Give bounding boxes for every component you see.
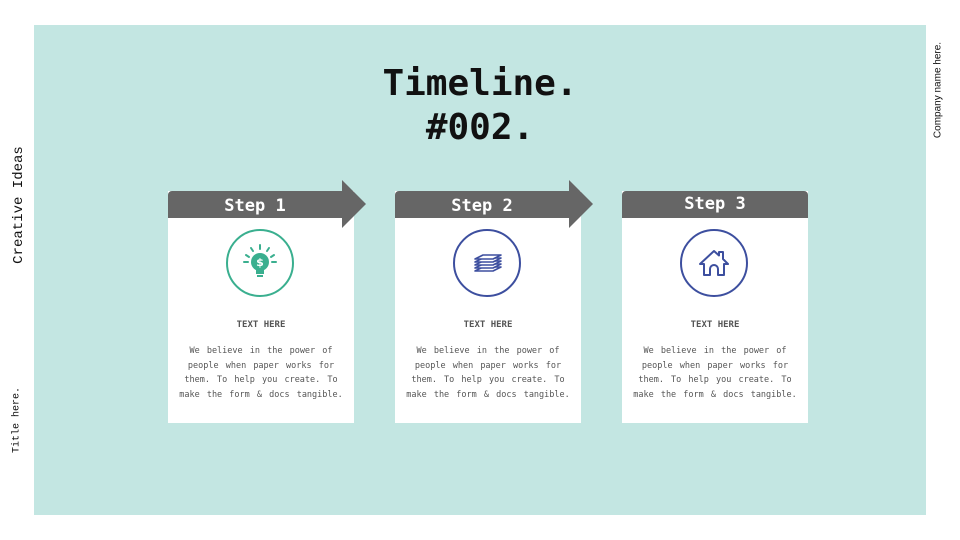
step-heading-2: TEXT HERE bbox=[463, 320, 513, 330]
arrow-right-icon bbox=[569, 180, 593, 228]
arrow-right-icon bbox=[342, 180, 366, 228]
step-card-1: Step 1 $ TEXT HERE We believe in the pow… bbox=[168, 180, 366, 423]
step-body-1: We believe in the power of people when p… bbox=[179, 346, 343, 400]
step-card-3: Step 3 TEXT HERE We believe in the power… bbox=[622, 191, 808, 423]
step-label-3: Step 3 bbox=[684, 194, 746, 214]
step-heading-1: TEXT HERE bbox=[236, 320, 286, 330]
step-heading-3: TEXT HERE bbox=[690, 320, 740, 330]
vertical-company-name: Company name here. bbox=[932, 41, 944, 139]
svg-text:$: $ bbox=[256, 256, 264, 269]
step-header-2: Step 2 bbox=[395, 191, 569, 218]
step-label-1: Step 1 bbox=[224, 196, 286, 216]
step-body-3: We believe in the power of people when p… bbox=[633, 346, 797, 400]
vertical-title: Creative Ideas bbox=[11, 146, 27, 264]
step-header-1: Step 1 bbox=[168, 191, 342, 218]
step-header-3: Step 3 bbox=[622, 191, 808, 218]
title-line-2: #002. bbox=[425, 107, 535, 148]
paper-stack-icon bbox=[453, 229, 521, 297]
title-line-1: Timeline. bbox=[382, 63, 578, 104]
step-label-2: Step 2 bbox=[451, 196, 513, 216]
page-title: Timeline. #002. bbox=[0, 62, 960, 150]
lightbulb-dollar-icon: $ bbox=[226, 229, 294, 297]
vertical-subtitle: Title here. bbox=[11, 386, 23, 454]
step-card-2: Step 2 TEXT HERE We believe in the power… bbox=[395, 180, 593, 423]
house-icon bbox=[680, 229, 748, 297]
step-body-2: We believe in the power of people when p… bbox=[406, 346, 570, 400]
